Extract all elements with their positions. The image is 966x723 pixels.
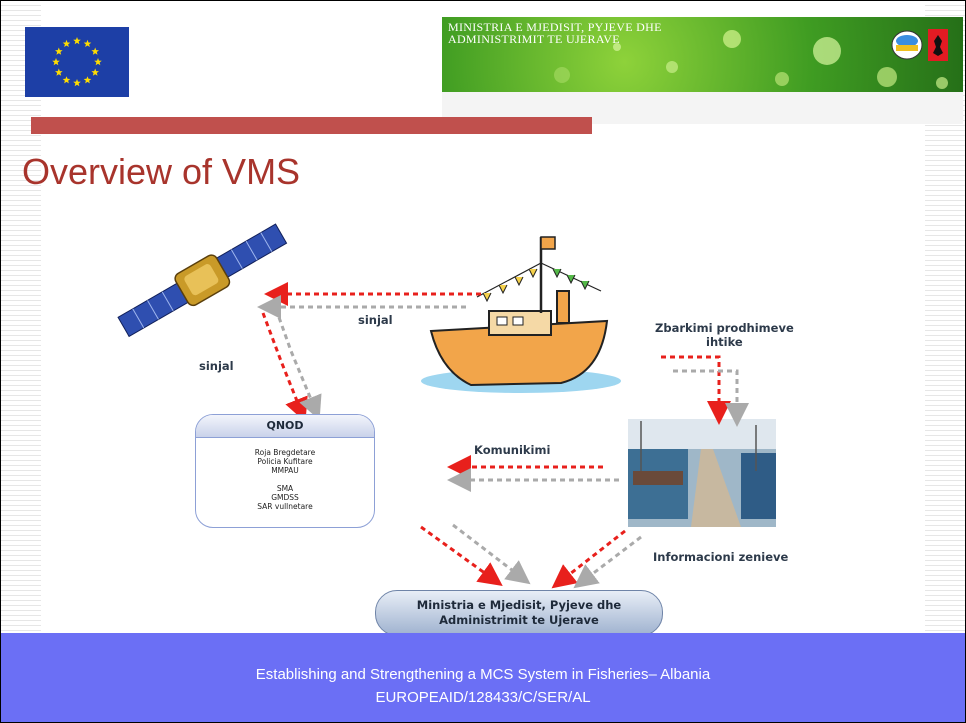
qnod-member: SMA [276,484,294,493]
label-informacioni: Informacioni zenieve [653,550,789,564]
harbour-photo [628,419,776,527]
ministry-box: Ministria e Mjedisit, Pyjeve dhe Adminis… [375,590,663,636]
eu-stars-icon [52,37,102,87]
eu-star-icon [62,39,71,48]
ministry-line-1: Ministria e Mjedisit, Pyjeve dhe [416,598,622,612]
label-zbarkimi: Zbarkimi prodhimeve ihtike [655,321,794,349]
eu-star-icon [73,37,81,45]
banner-line-2: ADMINISTRIMIT TE UJERAVE [448,32,620,46]
qnod-members: Roja Bregdetare Policia Kufitare MMPAU S… [196,438,374,511]
footer-line-2: EUROPEAID/128433/C/SER/AL [375,689,591,706]
banner-title: MINISTRIA E MJEDISIT, PYJEVE DHE ADMINIS… [448,21,662,45]
ministry-emblem-logo [891,29,948,61]
eu-flag-logo [25,27,129,97]
title-accent-bar [31,117,592,134]
banner-line-1: MINISTRIA E MJEDISIT, PYJEVE DHE [448,20,662,34]
qnod-member: SAR vullnetare [257,502,313,511]
eu-star-icon [73,79,81,87]
label-sinjal-left: sinjal [199,359,234,373]
qnod-member: GMDSS [271,493,299,502]
ministry-banner: MINISTRIA E MJEDISIT, PYJEVE DHE ADMINIS… [442,17,963,92]
qnod-member: Roja Bregdetare [254,448,316,457]
eu-star-icon [94,58,102,66]
eu-star-icon [91,68,99,76]
eu-star-icon [62,76,71,84]
eu-star-icon [52,58,60,66]
satellite-icon [117,223,288,338]
label-zbarkimi-line-2: ihtike [706,335,743,349]
label-zbarkimi-line-1: Zbarkimi prodhimeve [655,321,794,335]
footer-line-1: Establishing and Strengthening a MCS Sys… [255,666,711,683]
water-drops-decoration [554,30,948,89]
eu-star-icon [83,39,92,48]
ministry-line-2: Administrimit te Ujerave [439,613,599,627]
fishing-boat-icon [421,236,621,393]
qnod-box: QNOD Roja Bregdetare Policia Kufitare MM… [195,414,375,528]
qnod-member: MMPAU [271,466,299,475]
label-komunikimi: Komunikimi [474,443,551,457]
eu-star-icon [83,76,92,84]
qnod-title: QNOD [196,415,374,438]
eu-star-icon [91,47,99,55]
slide-footer: Establishing and Strengthening a MCS Sys… [1,633,965,722]
eu-star-icon [55,68,63,76]
eu-star-icon [55,47,63,55]
qnod-member: Policia Kufitare [257,457,313,466]
label-sinjal-top: sinjal [358,313,393,327]
slide-title: Overview of VMS [22,151,301,192]
